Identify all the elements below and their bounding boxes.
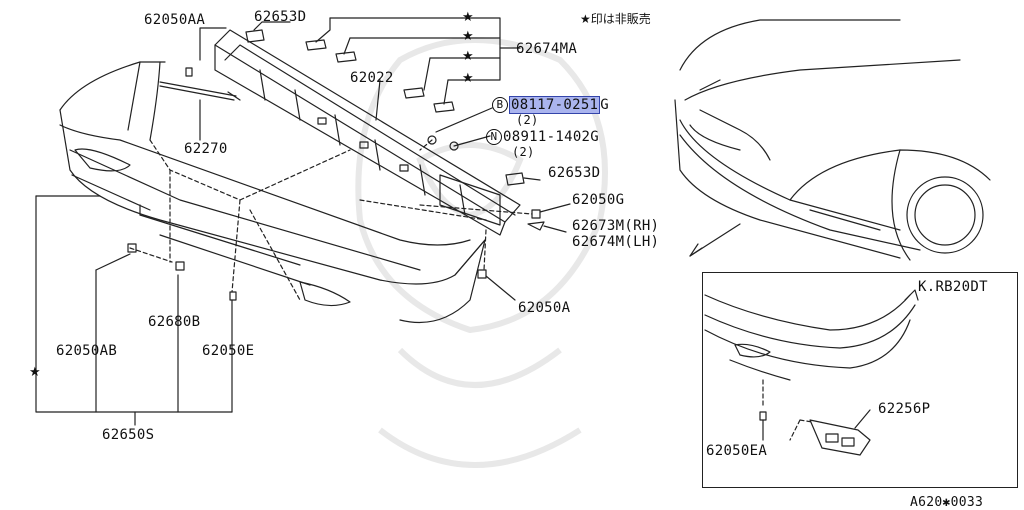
inset-panel bbox=[702, 272, 1018, 488]
label-62674MA: 62674MA bbox=[516, 41, 578, 57]
stay-62270 bbox=[159, 81, 241, 101]
vehicle-front-view bbox=[674, 19, 991, 261]
inset-detail-drawing bbox=[704, 289, 919, 456]
bolt-number-highlight: 08117-0251 bbox=[509, 96, 601, 114]
bumper-fascia bbox=[59, 61, 486, 324]
label-62050G: 62050G bbox=[572, 192, 625, 208]
label-nut-qty: (2) bbox=[512, 145, 535, 159]
label-62673M: 62673M(RH) bbox=[572, 218, 660, 234]
label-inset-model: K.RB20DT bbox=[918, 279, 988, 295]
label-62050AA: 62050AA bbox=[144, 12, 206, 28]
star-marker: ★ bbox=[462, 29, 474, 44]
label-62050E: 62050E bbox=[202, 343, 255, 359]
pointer-arrow bbox=[689, 223, 741, 257]
watermark-emblem bbox=[355, 37, 608, 468]
label-62050A: 62050A bbox=[518, 300, 571, 316]
label-62680B: 62680B bbox=[148, 314, 201, 330]
star-marker: ★ bbox=[462, 71, 474, 86]
label-62256P: 62256P bbox=[878, 401, 931, 417]
assembly-lines bbox=[129, 139, 533, 301]
note-star: ★ bbox=[580, 12, 591, 26]
label-62050AB: 62050AB bbox=[56, 343, 118, 359]
leader-lines bbox=[35, 17, 571, 426]
label-bolt-qty: (2) bbox=[516, 113, 539, 127]
note-text: 印は非販売 bbox=[590, 12, 651, 26]
non-sale-note: ★印は非販売 bbox=[580, 10, 651, 27]
label-62650S: 62650S bbox=[102, 427, 155, 443]
bolt-suffix: G bbox=[600, 97, 610, 113]
figure-id: A620✱0033 bbox=[910, 495, 984, 510]
spacer-pads bbox=[245, 29, 525, 186]
label-62674M: 62674M(LH) bbox=[572, 234, 660, 250]
bumper-reinforcement bbox=[214, 29, 521, 236]
star-marker: ★ bbox=[29, 365, 41, 380]
star-marker: ★ bbox=[462, 10, 474, 25]
label-62653D-mid: 62653D bbox=[548, 165, 601, 181]
bolt-symbol: B bbox=[492, 97, 508, 113]
label-62653D-top: 62653D bbox=[254, 9, 307, 25]
star-marker: ★ bbox=[462, 49, 474, 64]
label-62050EA: 62050EA bbox=[706, 443, 768, 459]
fasteners bbox=[127, 67, 545, 301]
nut-number: 08911-1402G bbox=[503, 129, 600, 145]
label-62022: 62022 bbox=[350, 70, 394, 86]
label-62270: 62270 bbox=[184, 141, 228, 157]
nut-symbol: N bbox=[486, 129, 502, 145]
